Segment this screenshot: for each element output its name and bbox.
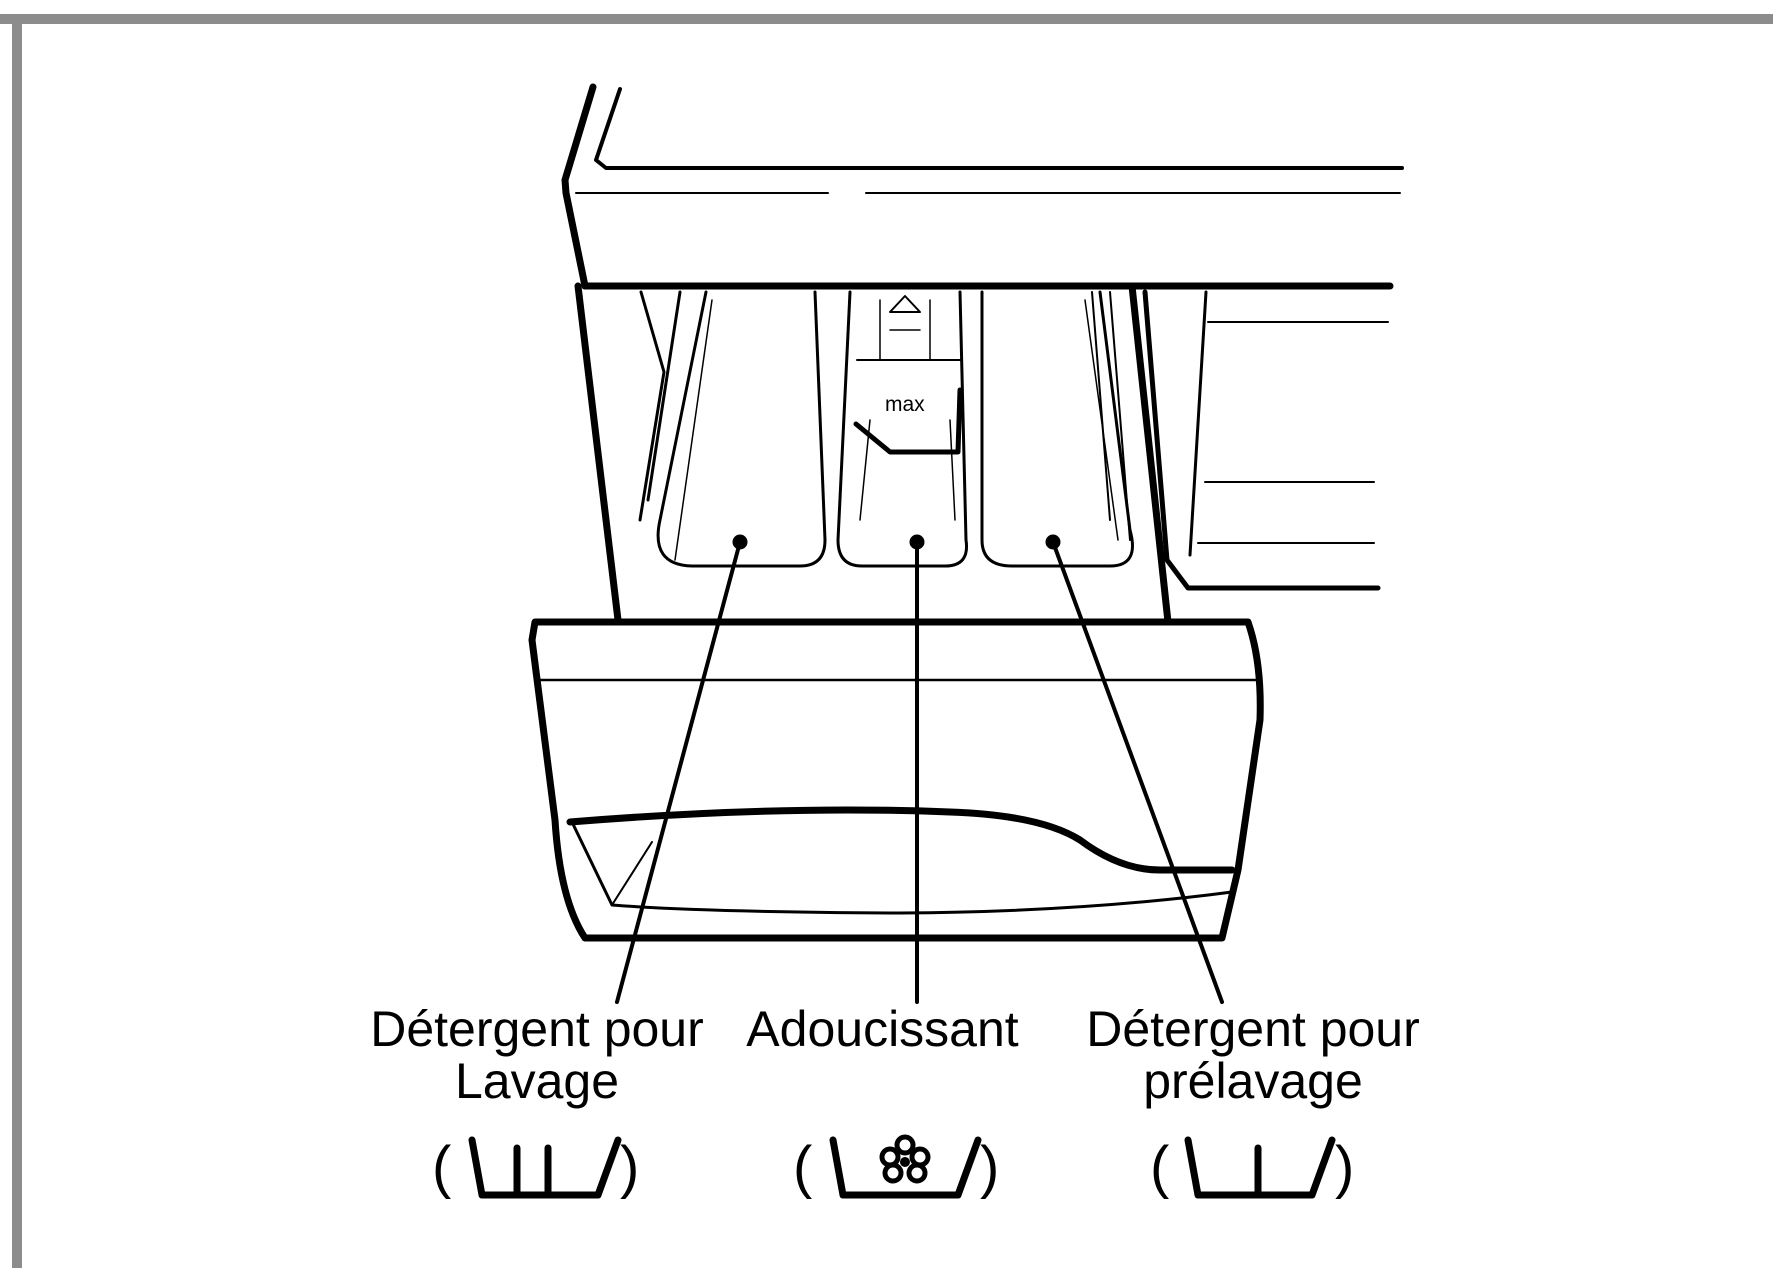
softener-open-paren: ( xyxy=(793,1135,813,1200)
softener-label: Adoucissant xyxy=(730,1003,1035,1055)
softener-dot xyxy=(909,534,925,550)
softener-close-paren: ) xyxy=(980,1135,1000,1200)
main-wash-close-paren: ) xyxy=(620,1135,640,1200)
main-wash-compartment-icon xyxy=(468,1136,622,1199)
frame-top-border xyxy=(0,14,1773,24)
prewash-label-line1: Détergent pour xyxy=(1086,1001,1420,1057)
machine-housing xyxy=(561,83,1404,290)
softener-flower-icon xyxy=(829,1134,982,1199)
main-wash-open-paren: ( xyxy=(432,1135,452,1200)
softener-label-text: Adoucissant xyxy=(746,1001,1019,1057)
drawer-front xyxy=(528,618,1264,942)
frame-left-border xyxy=(12,14,22,1268)
prewash-compartment xyxy=(980,290,1134,568)
prewash-close-paren: ) xyxy=(1335,1135,1355,1200)
prewash-label: Détergent pour prélavage xyxy=(1068,1003,1438,1107)
prewash-compartment-icon xyxy=(1184,1136,1336,1199)
main-wash-compartment xyxy=(656,290,827,568)
softener-compartment xyxy=(836,290,969,568)
prewash-label-line2: prélavage xyxy=(1143,1053,1363,1109)
prewash-open-paren: ( xyxy=(1150,1135,1170,1200)
main-wash-label: Détergent pour Lavage xyxy=(352,1003,722,1107)
main-wash-dot xyxy=(732,534,748,550)
main-wash-label-line1: Détergent pour xyxy=(370,1001,704,1057)
max-level-mark: max xyxy=(885,393,925,416)
main-wash-label-line2: Lavage xyxy=(454,1053,620,1109)
leader-lines xyxy=(615,534,1224,1004)
right-wall xyxy=(1091,282,1389,626)
left-wall xyxy=(574,282,682,624)
prewash-dot xyxy=(1045,534,1061,550)
